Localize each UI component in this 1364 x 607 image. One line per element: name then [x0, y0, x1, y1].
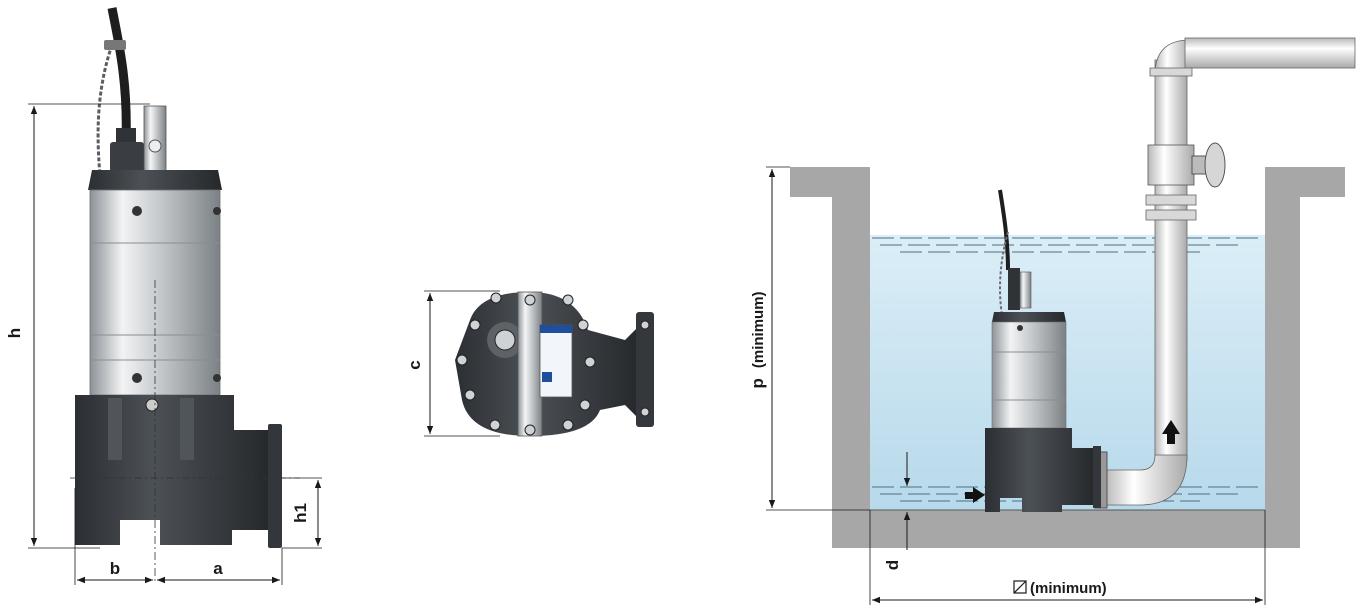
dimension-h: h: [5, 103, 150, 549]
label-h1: h1: [291, 503, 310, 523]
label-width-qualifier: (minimum): [1030, 580, 1107, 597]
dimension-a-b: b a: [74, 488, 283, 585]
dimension-d: d: [883, 452, 911, 570]
label-c: c: [405, 360, 424, 369]
dimension-c: c: [405, 290, 500, 437]
pit-installation: [790, 37, 1356, 548]
label-d: d: [883, 560, 902, 570]
square-symbol-icon: [1013, 580, 1027, 594]
label-p: p(minimum): [748, 291, 767, 388]
label-h: h: [5, 328, 24, 338]
pump-side-view: [70, 7, 300, 583]
dimension-width: (minimum): [869, 510, 1266, 605]
pump-top-view: [455, 291, 654, 437]
label-a: a: [213, 559, 223, 578]
dimension-h1: h1: [282, 477, 322, 549]
dimension-p: p(minimum): [748, 166, 870, 511]
label-b: b: [110, 559, 120, 578]
